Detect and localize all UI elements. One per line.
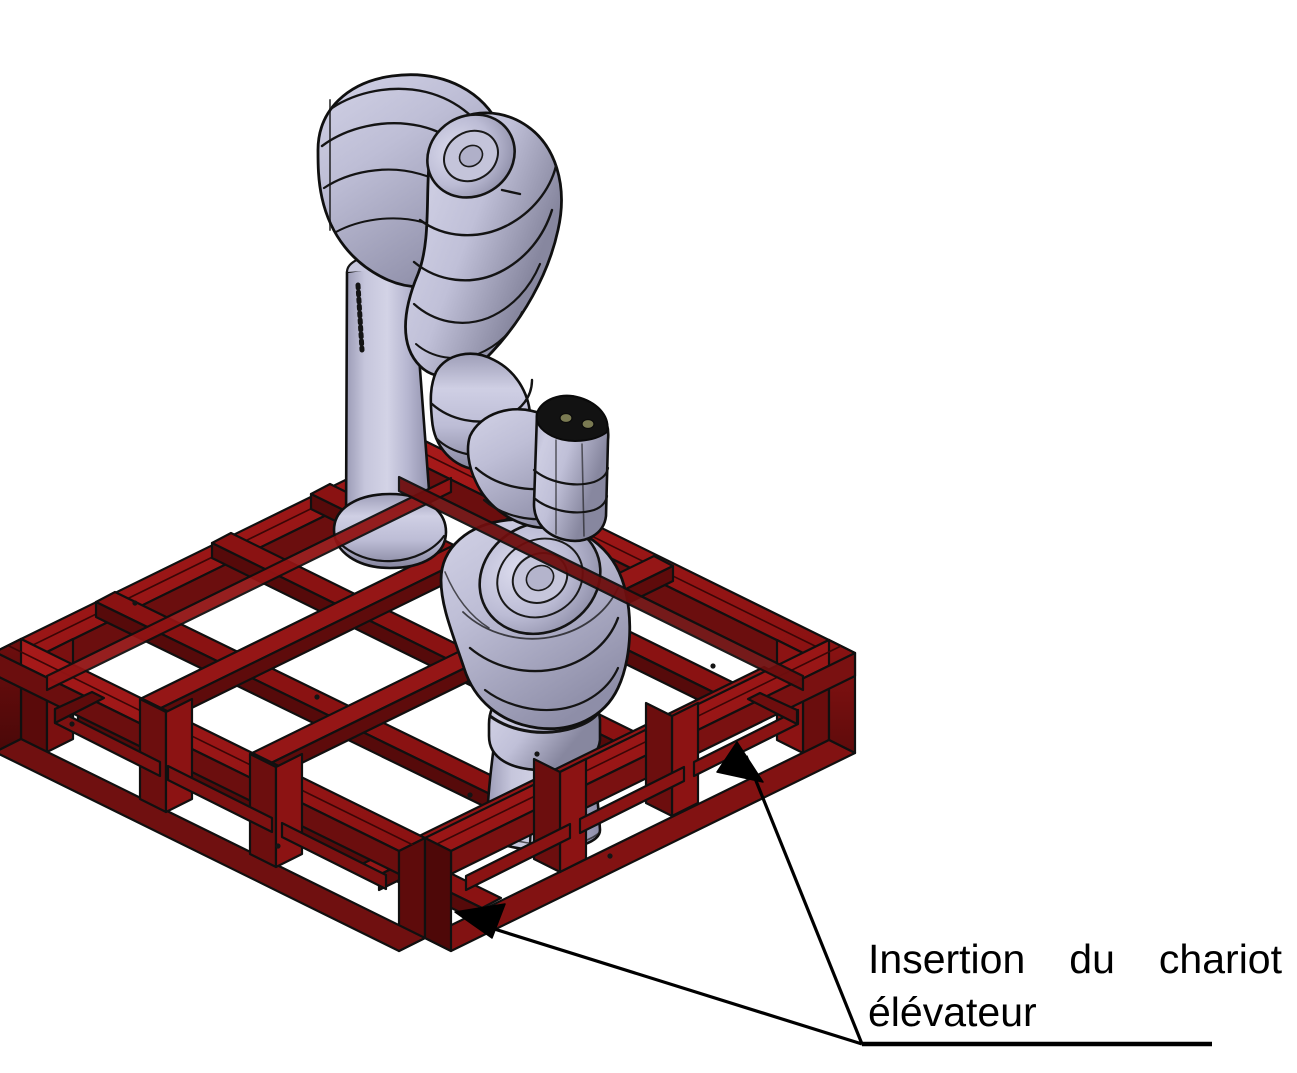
frame-braces xyxy=(53,690,799,726)
frame-gussets-right xyxy=(464,708,800,892)
annotation-leaders xyxy=(454,741,1212,1047)
robot-shoulder-knuckle xyxy=(332,492,448,570)
frame-posts-front-left xyxy=(138,697,304,869)
leader-arrowhead-right-pocket xyxy=(716,741,764,783)
frame-bolt-marks xyxy=(69,600,716,859)
leader-line-front-pocket xyxy=(471,920,863,1046)
robot-upper-arm xyxy=(404,111,563,378)
robot-end-effector xyxy=(532,394,610,543)
leader-arrowhead-front-pocket xyxy=(454,903,506,939)
frame-front-half xyxy=(0,475,857,953)
leader-line-right-pocket xyxy=(744,755,864,1045)
frame-inner-rails xyxy=(45,475,805,692)
